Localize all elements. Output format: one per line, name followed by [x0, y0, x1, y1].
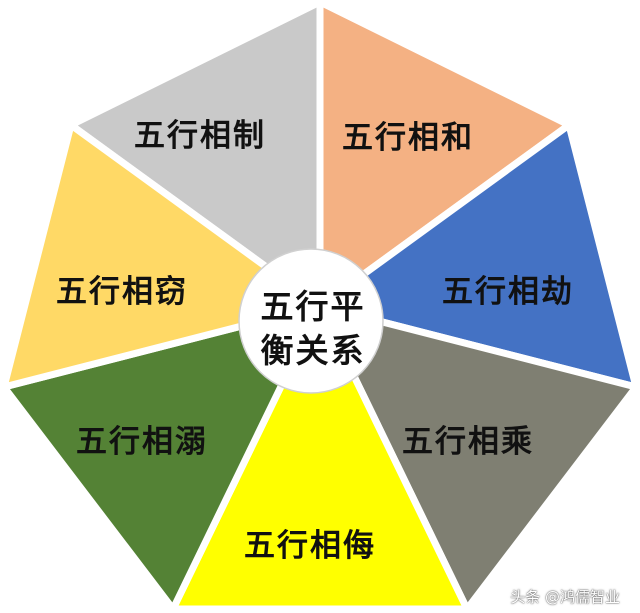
label-qie: 五行相窃 — [56, 274, 188, 310]
label-zhi: 五行相制 — [134, 118, 266, 154]
label-he: 五行相和 — [342, 120, 474, 156]
label-jie: 五行相劫 — [442, 274, 574, 310]
center-circle-group: 五行平 衡关系 — [238, 248, 384, 394]
label-ni: 五行相溺 — [76, 424, 208, 460]
center-title-line2: 衡关系 — [261, 331, 366, 370]
labels-layer: 五行相制 五行相和 五行相劫 五行相乘 五行相侮 五行相溺 五行相窃 — [56, 118, 574, 564]
label-wu: 五行相侮 — [244, 528, 376, 564]
center-title-line1: 五行平 — [261, 287, 366, 326]
watermark: 头条 @鸿儒智业 — [510, 588, 620, 606]
label-cheng: 五行相乘 — [402, 424, 534, 460]
center-circle — [238, 248, 384, 394]
